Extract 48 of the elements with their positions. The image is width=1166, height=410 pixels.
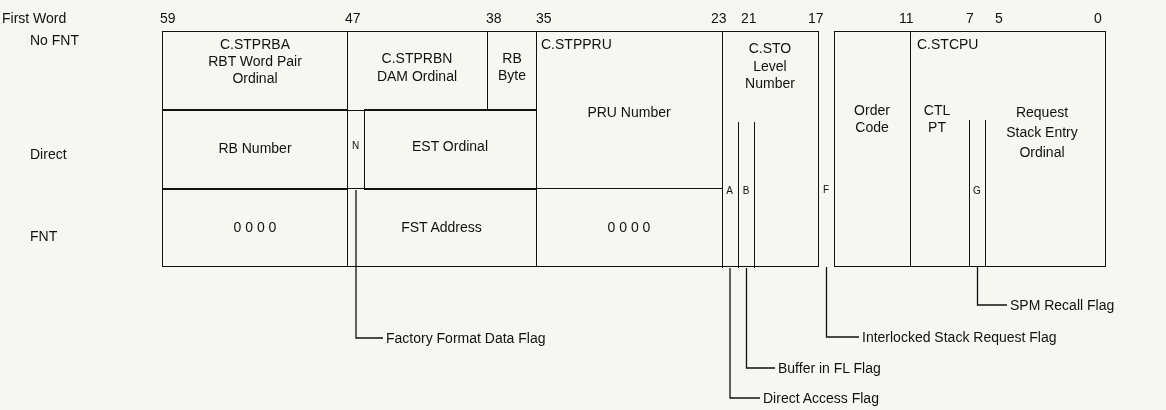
bit-number: 7 xyxy=(966,10,974,26)
flag-letter: B xyxy=(741,184,751,198)
field-label: 0 0 0 0 xyxy=(232,219,278,236)
flag-caption: SPM Recall Flag xyxy=(1010,297,1115,313)
field-name: C.STPPRU xyxy=(541,36,613,53)
bit-number: 17 xyxy=(808,10,824,26)
field-name: C.STCPU xyxy=(917,36,980,53)
field-name: C.STPRBA xyxy=(219,36,291,53)
leader-line xyxy=(355,189,384,339)
flag-letter: N xyxy=(350,139,361,153)
bit-number: 11 xyxy=(899,10,914,26)
bit-number: 59 xyxy=(160,10,176,26)
flag-letter: F xyxy=(821,183,831,197)
bit-number: 0 xyxy=(1094,10,1102,26)
leader-line xyxy=(825,266,860,338)
field-name: C.STO xyxy=(747,40,793,57)
row-label: Direct xyxy=(30,146,67,162)
flag-caption: Direct Access Flag xyxy=(763,390,879,406)
field-name: C.STPRBN xyxy=(380,50,454,67)
field-label: FST Address xyxy=(400,219,483,236)
bit-number: 5 xyxy=(995,10,1003,26)
field-label: PRU Number xyxy=(586,104,672,121)
row-label: FNT xyxy=(30,228,58,244)
leader-line xyxy=(729,267,761,399)
field-label: Level Number xyxy=(744,58,796,92)
bit-number: 23 xyxy=(711,10,727,26)
field-label: RB Byte xyxy=(497,50,527,84)
row-label: No FNT xyxy=(30,32,79,48)
field-label: RBT Word Pair Ordinal xyxy=(207,53,303,87)
field-label: DAM Ordinal xyxy=(375,68,459,85)
bit-number: 38 xyxy=(486,10,502,26)
flag-caption: Factory Format Data Flag xyxy=(386,330,546,346)
field-label: Request Stack Entry Ordinal xyxy=(1005,103,1079,162)
field-label: 0 0 0 0 xyxy=(606,219,652,236)
field-label: EST Ordinal xyxy=(411,138,489,155)
bit-number: 35 xyxy=(536,10,552,26)
flag-caption: Buffer in FL Flag xyxy=(778,360,881,376)
field-label: CTL PT xyxy=(922,102,952,136)
bit-number: 21 xyxy=(741,10,757,26)
leader-line xyxy=(745,267,776,369)
field-label: Order Code xyxy=(853,102,891,136)
bit-number: 47 xyxy=(345,10,361,26)
field-label: RB Number xyxy=(217,140,293,157)
flag-caption: Interlocked Stack Request Flag xyxy=(862,329,1057,345)
flag-letter: G xyxy=(972,184,982,198)
leader-line xyxy=(976,265,1008,306)
flag-letter: A xyxy=(725,184,734,198)
row-label: First Word xyxy=(2,10,67,26)
